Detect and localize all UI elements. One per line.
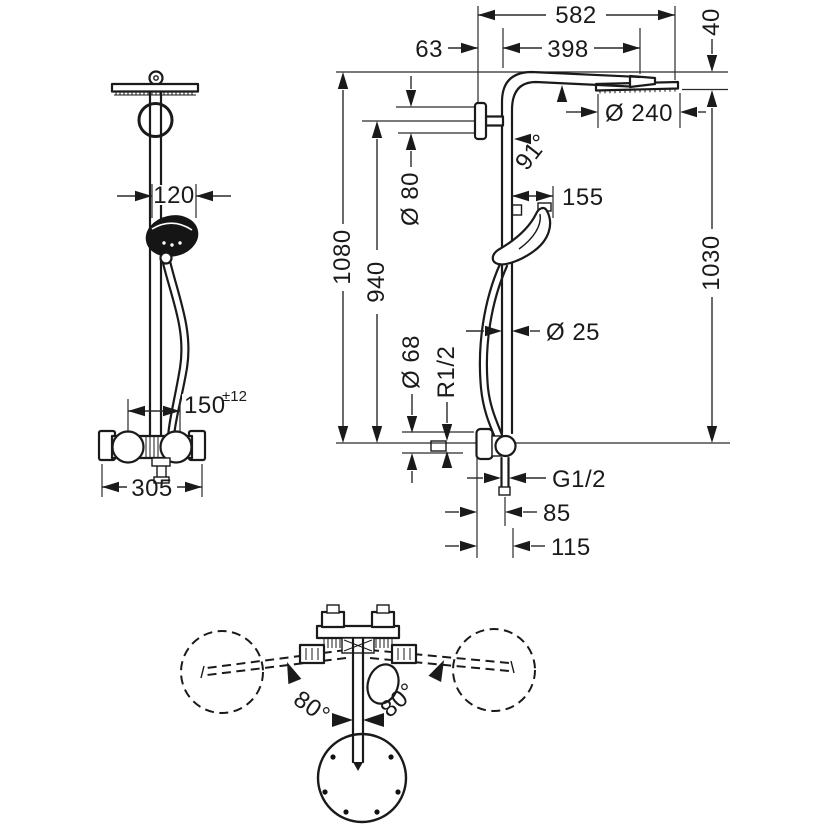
dim-wall-to-pipe: 63: [415, 36, 478, 63]
dim-outlet-thread-label: G1/2: [552, 466, 606, 493]
shower-pipe-front: [148, 90, 163, 439]
hook-ring: [148, 70, 164, 86]
dim-handle-depth: 115: [445, 528, 591, 561]
swivel-position-right: [452, 628, 536, 712]
dim-inlet-to-head-label: 1030: [698, 235, 725, 290]
dim-inlet-to-top-label: 940: [363, 261, 390, 303]
dim-connection-tolerance-label: ±12: [222, 388, 247, 405]
plan-view: 80° 80°: [180, 604, 536, 824]
overhead-shower-side: [594, 74, 680, 94]
valve-knob-side: [494, 434, 517, 458]
wall-ring: [137, 102, 174, 138]
dim-inlet-to-top: 940: [362, 120, 474, 443]
dim-valve-width: 305: [101, 464, 203, 502]
hand-shower-front: [145, 215, 199, 265]
dim-overall-height: 1080: [329, 72, 356, 443]
dim-arm-reach-label: 398: [547, 36, 589, 63]
dim-head-diameter: Ø 240: [566, 93, 706, 128]
shower-pipe-side: [500, 70, 642, 435]
center-arm-top: [351, 636, 365, 771]
dim-overall-depth: 582: [477, 2, 676, 102]
wall-escutcheon-side: [473, 101, 505, 141]
inlet-stub: [430, 440, 447, 452]
dim-pipe-diameter-label: Ø 25: [546, 319, 600, 346]
side-view: 582 63 398 40 1030: [329, 2, 730, 561]
dim-handshower-width-label: 120: [153, 182, 195, 209]
valve-knob-right: [159, 430, 193, 464]
handshower-holder-top: [366, 663, 400, 705]
dim-escutcheon-diameter-label: Ø 80: [397, 172, 424, 226]
dim-overall-depth-label: 582: [555, 2, 597, 29]
dim-escutcheon-diameter: Ø 80: [396, 76, 474, 226]
dim-head-top-offset-label: 40: [698, 8, 725, 36]
dim-arm-reach: 398: [502, 28, 641, 74]
dim-head-diameter-label: Ø 240: [605, 100, 673, 127]
dim-holder-reach-label: 155: [562, 184, 604, 211]
dim-handshower-width: 120: [117, 182, 231, 218]
dim-head-top-offset: 40: [682, 8, 728, 107]
dim-inlet-to-head: 1030: [698, 108, 725, 443]
overhead-shower-front: [110, 82, 200, 96]
dim-inlet-thread: R1/2: [433, 346, 460, 468]
dim-connection-distance: 150 ±12: [127, 388, 250, 436]
dim-pipe-diameter: Ø 25: [466, 319, 600, 346]
head-mount: [628, 74, 657, 89]
overhead-shower-top: [316, 732, 408, 824]
dim-outlet-depth-label: 85: [543, 500, 571, 527]
dim-outlet-depth: 85: [445, 455, 571, 558]
front-view: 120 150 ±12: [97, 70, 250, 502]
valve-knob-left: [111, 430, 145, 464]
thermostat-valve-front: [97, 429, 207, 484]
swivel-position-left: [180, 630, 264, 714]
dim-outlet-thread: G1/2: [467, 466, 606, 493]
dim-handle-depth-label: 115: [551, 534, 591, 561]
thermostat-valve-side: [430, 427, 517, 496]
dim-connection-distance-label: 150: [184, 392, 226, 419]
outlet-nut: [498, 486, 511, 496]
dim-inlet-thread-label: R1/2: [433, 346, 460, 399]
knob-top-left: [320, 610, 346, 629]
thermostat-valve-top: [298, 604, 418, 665]
dim-holder-reach: 155: [512, 184, 604, 218]
knob-top-right: [370, 610, 396, 629]
dim-valve-diameter: Ø 68: [398, 335, 474, 483]
dim-overall-height-label: 1080: [329, 229, 356, 284]
hand-shower-side: [491, 202, 552, 266]
dim-valve-width-label: 305: [131, 475, 173, 502]
dim-valve-diameter-label: Ø 68: [398, 335, 425, 389]
dim-wall-to-pipe-label: 63: [415, 36, 443, 63]
shower-hose-front: [161, 259, 190, 439]
